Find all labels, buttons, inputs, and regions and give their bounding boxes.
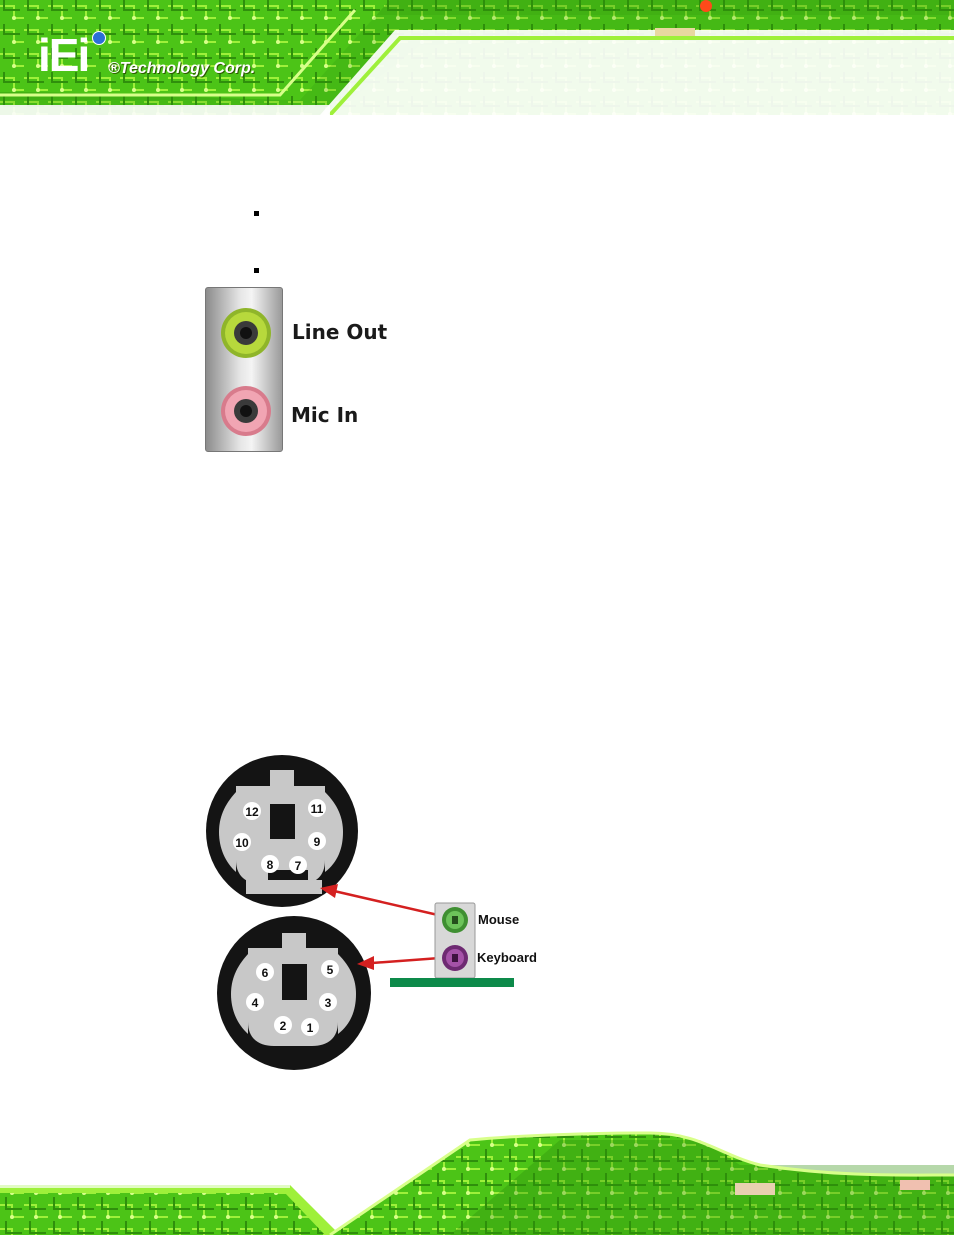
- mouse-arrow-icon: [320, 884, 439, 917]
- mic-in-jack-icon: [221, 386, 271, 436]
- ps2-port-stack-icon: [434, 902, 476, 979]
- pcb-footer-graphic: [0, 1131, 954, 1237]
- mouse-port-label: Mouse: [478, 912, 520, 927]
- mouse-pin-label: 8: [267, 858, 274, 872]
- mouse-pin-label: 10: [235, 836, 249, 850]
- keyboard-pin-label: 5: [327, 963, 334, 977]
- keyboard-pin-label: 1: [307, 1021, 314, 1035]
- footer-banner: [0, 1125, 954, 1237]
- audio-jack-panel: [205, 287, 283, 452]
- mouse-pin-label: 9: [314, 835, 321, 849]
- keyboard-pin-label: 6: [262, 966, 269, 980]
- bullet-marker-1: [254, 211, 259, 216]
- keyboard-arrow-icon: [357, 956, 441, 970]
- line-out-jack-icon: [221, 308, 271, 358]
- company-logo: iEi ®Technology Corp.: [38, 30, 298, 85]
- mouse-connector-graphic: [206, 755, 358, 907]
- bullet-marker-2: [254, 268, 259, 273]
- mouse-pin-label: 11: [311, 802, 324, 816]
- header-banner: iEi ®Technology Corp.: [0, 0, 954, 117]
- line-out-label: Line Out: [292, 320, 388, 344]
- logo-mark: iEi: [38, 29, 90, 81]
- logo-text: ®Technology Corp.: [108, 60, 256, 77]
- keyboard-pin-label: 4: [252, 996, 259, 1010]
- keyboard-pin-label: 3: [325, 996, 332, 1010]
- mic-in-label: Mic In: [291, 403, 359, 427]
- mouse-pin-markers: 12 11 10 9 8 7: [233, 799, 326, 874]
- mouse-pin-label: 7: [295, 859, 302, 873]
- keyboard-port-label: Keyboard: [477, 950, 537, 965]
- pcb-banner-graphic: [0, 0, 954, 117]
- keyboard-connector-graphic: [217, 916, 371, 1070]
- keyboard-pin-markers: 6 5 4 3 2 1: [246, 960, 339, 1036]
- mouse-pin-label: 12: [245, 805, 259, 819]
- audio-jacks-graphic: [221, 308, 271, 436]
- board-edge-bar: [390, 978, 514, 987]
- keyboard-pin-label: 2: [280, 1019, 287, 1033]
- logo-dot-icon: [92, 31, 106, 45]
